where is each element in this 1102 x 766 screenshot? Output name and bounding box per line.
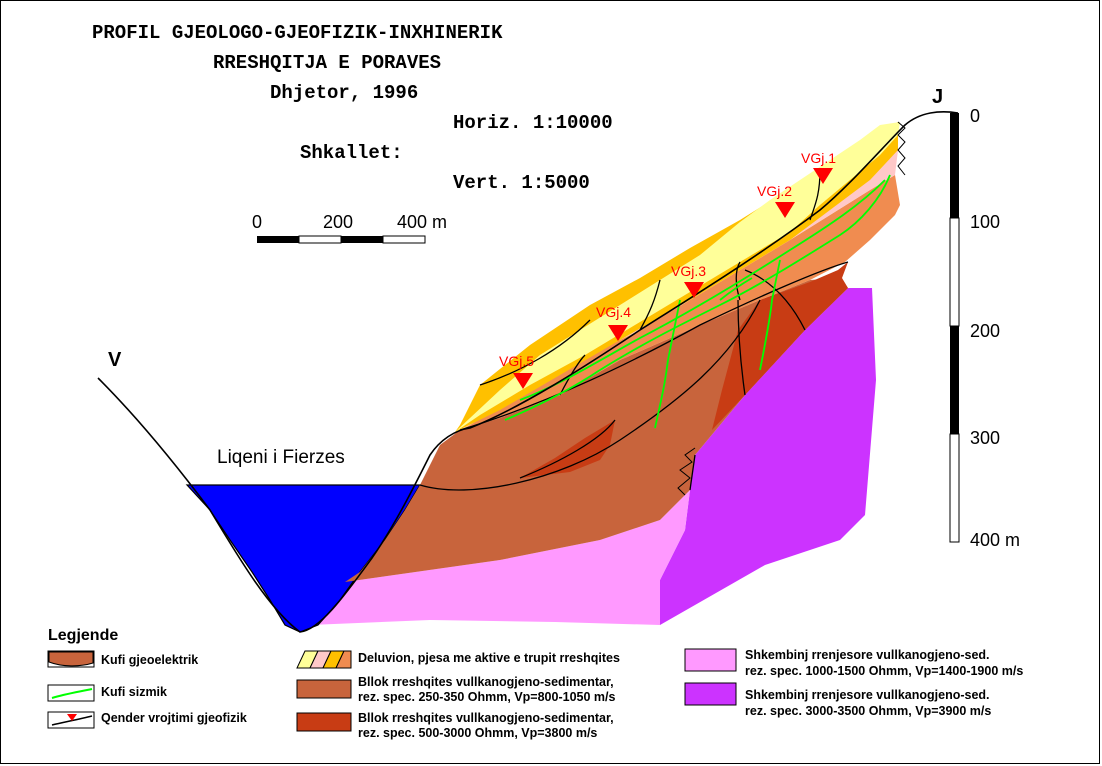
station-marker-icon bbox=[608, 325, 628, 341]
legend-label-block-low-1: Bllok rreshqites vullkanogjeno-sedimenta… bbox=[358, 675, 614, 689]
block-high-resistivity-unit-right bbox=[712, 262, 848, 430]
legend-item-bedrock-purple: Shkembinj rrenjesore vullkanogjeno-sed. … bbox=[684, 682, 991, 718]
station-marker-icon bbox=[775, 202, 795, 218]
station-vgj-2: VGj.2 bbox=[757, 183, 795, 218]
vscale-tick-300: 300 bbox=[970, 428, 1000, 448]
legend-item-block-high: Bllok rreshqites vullkanogjeno-sedimenta… bbox=[296, 711, 614, 740]
station-label-vgj-3: VGj.3 bbox=[671, 263, 706, 279]
legend-item-seismic: Kufi sizmik bbox=[47, 684, 167, 702]
block-high-resistivity-lens bbox=[520, 420, 615, 478]
hscale-tick-200: 200 bbox=[323, 212, 353, 232]
station-marker-icon bbox=[513, 373, 533, 389]
station-marker-icon bbox=[684, 282, 704, 298]
bedrock-purple-unit bbox=[660, 288, 876, 625]
station-label-vgj-2: VGj.2 bbox=[757, 183, 792, 199]
legend-label-bedrock-purple-1: Shkembinj rrenjesore vullkanogjeno-sed. bbox=[745, 688, 990, 702]
legend-label-bedrock-pink-2: rez. spec. 1000-1500 Ohmm, Vp=1400-1900 … bbox=[745, 664, 1023, 678]
legend-label-bedrock-purple-2: rez. spec. 3000-3500 Ohmm, Vp=3900 m/s bbox=[745, 704, 991, 718]
horizontal-scale-bar: 0 200 400 m bbox=[252, 212, 447, 244]
legend-item-deluvion: Deluvion, pjesa me aktive e trupit rresh… bbox=[296, 650, 620, 669]
direction-west-label: V bbox=[108, 349, 122, 371]
scale-horizontal: Horiz. 1:10000 bbox=[453, 112, 613, 134]
lake-label: Liqeni i Fierzes bbox=[217, 447, 345, 468]
hscale-tick-0: 0 bbox=[252, 212, 262, 232]
legend-label-station: Qender vrojtimi gjeofizik bbox=[101, 711, 247, 725]
vscale-tick-100: 100 bbox=[970, 212, 1000, 232]
legend-item-block-low: Bllok rreshqites vullkanogjeno-sedimenta… bbox=[296, 675, 615, 704]
station-vgj-1: VGj.1 bbox=[801, 150, 836, 184]
seismic-boundaries bbox=[504, 174, 891, 429]
legend-label-block-high-2: rez. spec. 500-3000 Ohmm, Vp=3800 m/s bbox=[358, 726, 597, 740]
deluvion-band-yellow bbox=[455, 122, 900, 432]
legend-label-seismic: Kufi sizmik bbox=[101, 685, 167, 699]
station-vgj-3: VGj.3 bbox=[671, 263, 706, 298]
vscale-tick-0: 0 bbox=[970, 106, 980, 126]
scale-vertical: Vert. 1:5000 bbox=[453, 172, 590, 194]
legend: Legjende Kufi gjeoelektrik Kufi sizmik Q… bbox=[47, 627, 1023, 740]
legend-title: Legjende bbox=[48, 627, 118, 644]
jagged-edge-right bbox=[897, 121, 906, 176]
legend-item-bedrock-pink: Shkembinj rrenjesore vullkanogjeno-sed. … bbox=[684, 648, 1023, 678]
legend-item-geoelectric: Kufi gjeoelektrik bbox=[47, 650, 198, 668]
station-label-vgj-4: VGj.4 bbox=[596, 304, 631, 320]
station-marker-icon bbox=[813, 168, 833, 184]
topographic-surface bbox=[97, 110, 959, 633]
geoelectric-boundaries bbox=[419, 169, 849, 491]
vertical-scale-bar: 0 100 200 300 400 m bbox=[949, 106, 1020, 550]
bedrock-pink-unit bbox=[310, 490, 690, 625]
station-vgj-4: VGj.4 bbox=[596, 304, 631, 341]
title-line-2: RRESHQITJA E PORAVES bbox=[213, 52, 441, 74]
direction-east-label: J bbox=[932, 86, 943, 108]
legend-label-block-low-2: rez. spec. 250-350 Ohmm, Vp=800-1050 m/s bbox=[358, 690, 615, 704]
title-date: Dhjetor, 1996 bbox=[270, 82, 418, 104]
legend-label-geoelectric: Kufi gjeoelektrik bbox=[101, 653, 198, 667]
legend-label-bedrock-pink-1: Shkembinj rrenjesore vullkanogjeno-sed. bbox=[745, 648, 990, 662]
station-label-vgj-1: VGj.1 bbox=[801, 150, 836, 166]
station-label-vgj-5: VGj.5 bbox=[499, 353, 534, 369]
jagged-edge-left bbox=[677, 447, 696, 496]
scales-label: Shkallet: bbox=[300, 142, 403, 164]
legend-label-deluvion: Deluvion, pjesa me aktive e trupit rresh… bbox=[358, 651, 620, 665]
vscale-tick-400: 400 m bbox=[970, 530, 1020, 550]
legend-label-block-high-1: Bllok rreshqites vullkanogjeno-sedimenta… bbox=[358, 711, 614, 725]
legend-item-station: Qender vrojtimi gjeofizik bbox=[47, 711, 247, 729]
hscale-tick-400: 400 m bbox=[397, 212, 447, 232]
title-line-1: PROFIL GJEOLOGO-GJEOFIZIK-INXHINERIK bbox=[92, 22, 503, 44]
station-vgj-5: VGj.5 bbox=[499, 353, 534, 389]
station-marker-icon bbox=[67, 714, 77, 721]
vscale-tick-200: 200 bbox=[970, 321, 1000, 341]
block-low-resistivity-unit bbox=[345, 278, 848, 582]
